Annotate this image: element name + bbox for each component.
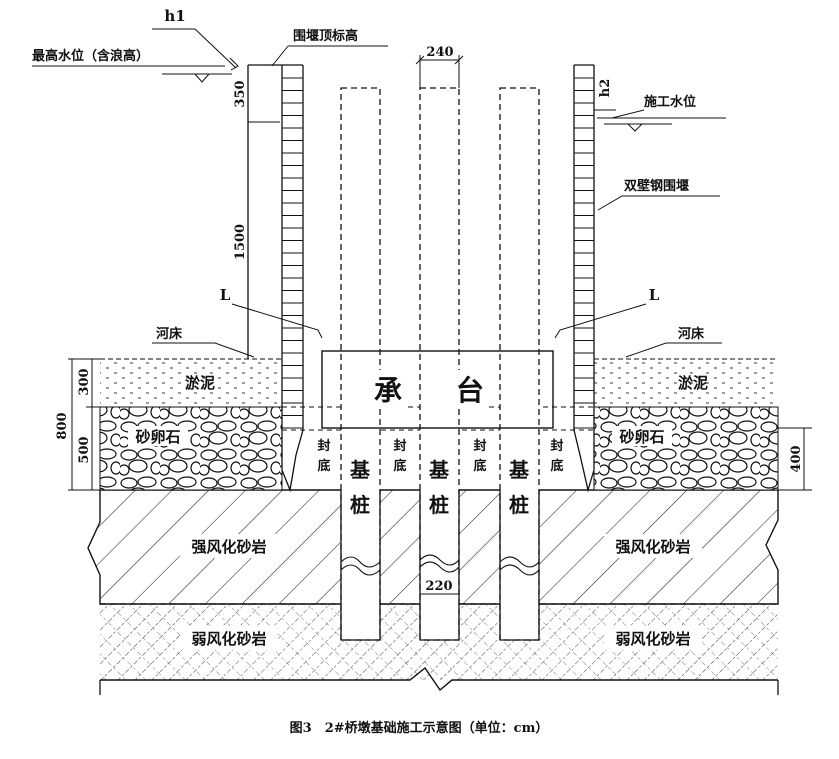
pile-center xyxy=(419,87,460,641)
svg-text:基: 基 xyxy=(509,458,530,482)
svg-text:桩: 桩 xyxy=(429,493,449,517)
L-label-left: L xyxy=(220,286,231,304)
gravel-layer-left xyxy=(99,406,283,491)
dim-300: 300 xyxy=(77,368,92,395)
bottom-break-line xyxy=(100,666,778,692)
right-dimension-chain xyxy=(778,427,812,491)
cofferdam-top-label: 围堰顶标高 xyxy=(293,28,358,44)
cofferdam-wall-right xyxy=(573,64,595,493)
svg-text:基: 基 xyxy=(429,458,450,482)
h2-label: h2 xyxy=(598,79,613,98)
svg-text:封: 封 xyxy=(393,438,406,454)
cap-label-1: 承 xyxy=(374,374,402,407)
dim-500: 500 xyxy=(77,436,92,463)
pile-right xyxy=(499,87,540,641)
strong-sandstone-label-left: 强风化砂岩 xyxy=(191,538,266,556)
water-level-symbol-left xyxy=(194,73,210,83)
pile-left xyxy=(340,87,381,641)
dim-400: 400 xyxy=(789,445,804,472)
riverbed-label-left: 河床 xyxy=(156,326,183,342)
dim-350: 350 xyxy=(233,80,248,107)
cap-label-2: 台 xyxy=(456,374,484,407)
svg-text:桩: 桩 xyxy=(350,493,370,517)
dim-220-label: 220 xyxy=(425,579,452,594)
h1-label: h1 xyxy=(164,7,185,25)
L-label-right: L xyxy=(649,286,660,304)
silt-label-right: 淤泥 xyxy=(678,374,708,392)
silt-layer-right xyxy=(594,359,778,407)
left-dimension-chain xyxy=(68,358,100,491)
svg-text:底: 底 xyxy=(473,458,486,474)
svg-text:基: 基 xyxy=(350,458,371,482)
dim-800: 800 xyxy=(55,412,70,439)
weak-sandstone-label-left: 弱风化砂岩 xyxy=(191,630,266,648)
strong-sandstone-label-right: 强风化砂岩 xyxy=(615,538,690,556)
pile-cap xyxy=(321,350,554,429)
cofferdam-wall-left xyxy=(247,64,304,493)
weak-sandstone-label-right: 弱风化砂岩 xyxy=(615,630,690,648)
silt-layer-left xyxy=(100,359,282,407)
dim-1500: 1500 xyxy=(233,224,248,260)
silt-label-left: 淤泥 xyxy=(185,374,215,392)
water-level-symbol-right xyxy=(627,123,643,132)
svg-text:底: 底 xyxy=(393,458,406,474)
pile-break-marks xyxy=(340,554,540,576)
dim-240-label: 240 xyxy=(426,45,453,60)
gravel-layer-right xyxy=(593,406,779,491)
double-wall-cofferdam-label: 双壁钢围堰 xyxy=(624,178,689,194)
svg-text:底: 底 xyxy=(550,458,563,474)
seal-labels: 封 底 封 底 封 底 封 底 xyxy=(317,438,563,474)
svg-text:底: 底 xyxy=(317,458,330,474)
svg-text:封: 封 xyxy=(550,438,563,454)
figure-caption: 图3 2#桥墩基础施工示意图（单位：cm） xyxy=(290,720,549,736)
svg-text:封: 封 xyxy=(317,438,330,454)
construction-water-level-label: 施工水位 xyxy=(644,94,696,110)
max-water-level-label: 最高水位（含浪高） xyxy=(32,48,149,64)
svg-text:封: 封 xyxy=(473,438,486,454)
gravel-label-right: 砂卵石 xyxy=(619,428,664,446)
pile-labels: 基 桩 基 桩 基 桩 xyxy=(347,455,533,519)
svg-text:桩: 桩 xyxy=(509,493,529,517)
gravel-label-left: 砂卵石 xyxy=(135,428,180,446)
riverbed-label-right: 河床 xyxy=(678,326,705,342)
